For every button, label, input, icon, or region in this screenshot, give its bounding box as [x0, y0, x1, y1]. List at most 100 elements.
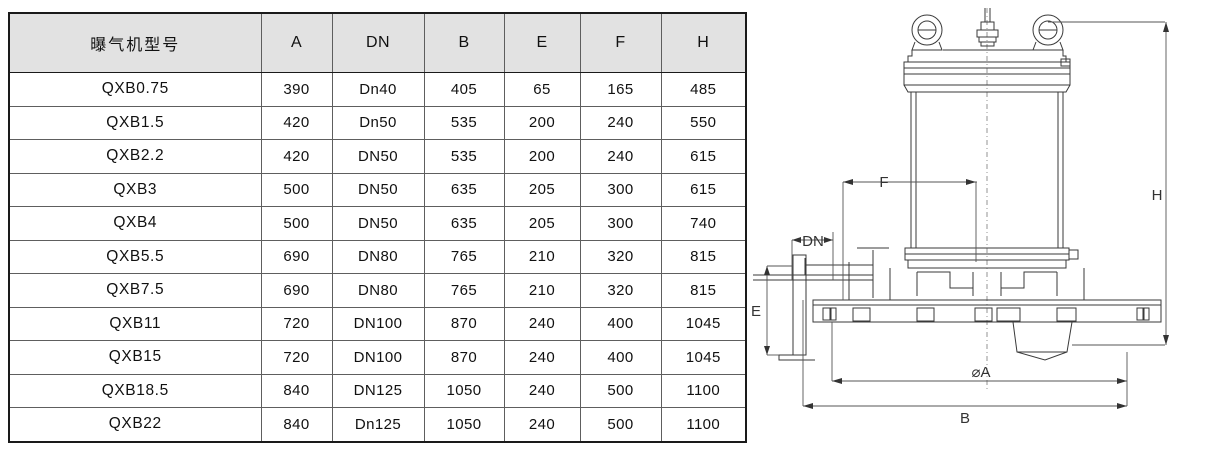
- column-header-h: H: [660, 12, 747, 73]
- dimension-label-diameter-a: ⌀A: [971, 364, 990, 381]
- cell-e: 210: [503, 273, 581, 308]
- dimension-f: [842, 179, 977, 300]
- table-row: QXB4 500 DN50 635 205 300 740: [8, 206, 747, 241]
- table-row: QXB0.75 390 Dn40 405 65 165 485: [8, 72, 747, 107]
- cell-dn: Dn40: [331, 72, 425, 107]
- cell-e: 200: [503, 139, 581, 174]
- cell-f: 500: [579, 407, 662, 442]
- cell-b: 870: [423, 340, 505, 375]
- cell-b: 765: [423, 239, 505, 274]
- cell-dn: DN80: [331, 239, 425, 274]
- cell-h: 550: [660, 105, 747, 140]
- cell-f: 240: [579, 139, 662, 174]
- cell-model: QXB15: [8, 340, 262, 375]
- table-row: QXB11 720 DN100 870 240 400 1045: [8, 306, 747, 341]
- cell-b: 1050: [423, 407, 505, 442]
- cell-a: 720: [260, 340, 333, 375]
- cell-e: 205: [503, 206, 581, 241]
- cell-f: 300: [579, 172, 662, 207]
- dimension-e: [764, 265, 793, 356]
- cell-b: 635: [423, 172, 505, 207]
- cell-f: 320: [579, 273, 662, 308]
- cell-dn: Dn125: [331, 407, 425, 442]
- cell-h: 1100: [660, 407, 747, 442]
- table-body: QXB0.75 390 Dn40 405 65 165 485 QXB1.5 4…: [8, 72, 747, 442]
- dimension-h: [1048, 21, 1169, 346]
- cell-a: 390: [260, 72, 333, 107]
- table-row: QXB3 500 DN50 635 205 300 615: [8, 172, 747, 207]
- cell-a: 720: [260, 306, 333, 341]
- outlet-cone: [1012, 321, 1073, 361]
- column-header-b: B: [423, 12, 505, 73]
- cell-h: 1045: [660, 306, 747, 341]
- table-row: QXB22 840 Dn125 1050 240 500 1100: [8, 407, 747, 442]
- cell-h: 615: [660, 172, 747, 207]
- motor-upper-flange: [903, 58, 1071, 93]
- cell-f: 320: [579, 239, 662, 274]
- cell-e: 205: [503, 172, 581, 207]
- cell-model: QXB18.5: [8, 373, 262, 408]
- cell-dn: DN80: [331, 273, 425, 308]
- cell-f: 500: [579, 373, 662, 408]
- seal-housing: [904, 247, 1079, 269]
- cell-dn: DN100: [331, 306, 425, 341]
- cell-a: 840: [260, 407, 333, 442]
- lifting-eye-left: [911, 14, 943, 51]
- cell-a: 840: [260, 373, 333, 408]
- dimension-label-h: H: [1152, 187, 1163, 204]
- cell-dn: DN50: [331, 206, 425, 241]
- cell-e: 200: [503, 105, 581, 140]
- cell-model: QXB22: [8, 407, 262, 442]
- dn-inlet-pipe: [753, 247, 889, 361]
- cell-b: 635: [423, 206, 505, 241]
- column-header-f: F: [579, 12, 662, 73]
- column-header-a: A: [260, 12, 333, 73]
- cell-model: QXB5.5: [8, 239, 262, 274]
- cell-e: 210: [503, 239, 581, 274]
- cell-dn: DN50: [331, 172, 425, 207]
- cell-h: 740: [660, 206, 747, 241]
- table-row: QXB18.5 840 DN125 1050 240 500 1100: [8, 373, 747, 408]
- cell-a: 690: [260, 273, 333, 308]
- cell-b: 1050: [423, 373, 505, 408]
- table-row: QXB15 720 DN100 870 240 400 1045: [8, 340, 747, 375]
- aerator-technical-drawing: H F E DN ⌀A B: [745, 0, 1215, 450]
- cell-h: 485: [660, 72, 747, 107]
- cell-e: 65: [503, 72, 581, 107]
- cell-b: 765: [423, 273, 505, 308]
- dimension-label-f: F: [879, 174, 888, 191]
- column-header-dn: DN: [331, 12, 425, 73]
- motor-body: [910, 92, 1064, 248]
- cell-model: QXB0.75: [8, 72, 262, 107]
- cell-f: 300: [579, 206, 662, 241]
- cell-dn: DN125: [331, 373, 425, 408]
- dimension-label-dn: DN: [802, 233, 824, 250]
- cell-b: 535: [423, 139, 505, 174]
- cell-h: 815: [660, 273, 747, 308]
- cell-f: 240: [579, 105, 662, 140]
- table-row: QXB1.5 420 Dn50 535 200 240 550: [8, 105, 747, 140]
- cell-model: QXB7.5: [8, 273, 262, 308]
- cell-a: 690: [260, 239, 333, 274]
- cell-e: 240: [503, 340, 581, 375]
- cable-entry: [976, 8, 999, 47]
- lifting-eye-right: [1032, 14, 1064, 51]
- cell-b: 535: [423, 105, 505, 140]
- cell-model: QXB4: [8, 206, 262, 241]
- cell-b: 405: [423, 72, 505, 107]
- cell-h: 1100: [660, 373, 747, 408]
- cell-dn: Dn50: [331, 105, 425, 140]
- cell-e: 240: [503, 306, 581, 341]
- cell-a: 500: [260, 172, 333, 207]
- cell-f: 400: [579, 340, 662, 375]
- cell-e: 240: [503, 373, 581, 408]
- cell-model: QXB11: [8, 306, 262, 341]
- dimension-diameter-a: [831, 322, 1128, 384]
- aerator-spec-table: 曝气机型号 A DN B E F H QXB0.75 390 Dn40 405 …: [8, 12, 747, 443]
- dimension-label-b: B: [960, 410, 970, 427]
- table-row: QXB7.5 690 DN80 765 210 320 815: [8, 273, 747, 308]
- cell-a: 420: [260, 105, 333, 140]
- cell-model: QXB2.2: [8, 139, 262, 174]
- cell-dn: DN100: [331, 340, 425, 375]
- cell-a: 500: [260, 206, 333, 241]
